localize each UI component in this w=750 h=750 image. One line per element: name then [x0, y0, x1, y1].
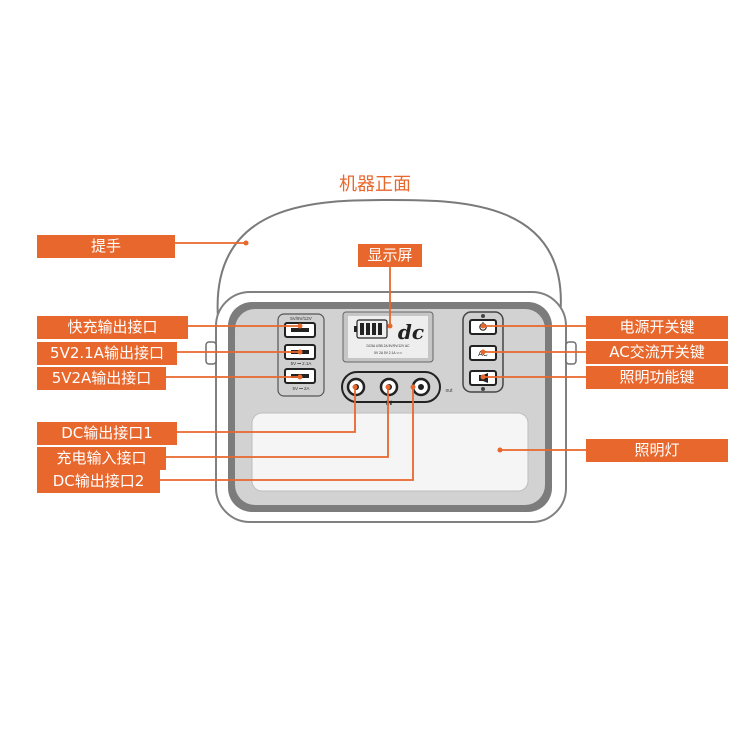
dot-light — [497, 447, 503, 453]
handle-arc — [216, 198, 562, 319]
leader-dc-output-2 — [160, 387, 414, 481]
label-charge-input: 充电输入接口 — [37, 447, 166, 470]
label-usb-21a-output: 5V2.1A输出接口 — [37, 342, 177, 365]
battery-bar-3 — [372, 323, 376, 335]
power-indicator-dot — [481, 314, 485, 318]
dot-ac — [480, 349, 486, 355]
label-light-function: 照明功能键 — [586, 366, 728, 389]
leader-dc-output-1 — [177, 387, 356, 433]
diagram-title: 机器正面 — [339, 174, 411, 195]
battery-bar-2 — [366, 323, 370, 335]
in-label: IN — [386, 401, 392, 407]
dot-light-function — [480, 374, 486, 380]
light-indicator-dot — [481, 387, 485, 391]
dot-display — [387, 323, 393, 329]
label-handle: 提手 — [37, 235, 175, 258]
leader-charge-input — [166, 387, 389, 458]
leader-lines — [160, 242, 586, 481]
label-light: 照明灯 — [586, 439, 728, 462]
label-quick-charge-output: 快充输出接口 — [37, 316, 188, 339]
dot-power — [480, 323, 486, 329]
dot-dc-output-1 — [352, 384, 358, 390]
label-dc-output-1: DC输出接口1 — [37, 422, 177, 445]
out-label: out — [446, 388, 454, 394]
right-clip — [565, 341, 577, 365]
usb-label-3: 5V ⎓ 2A — [292, 386, 309, 391]
dot-quick-charge — [297, 323, 303, 329]
lcd-mode-text: dc — [398, 320, 424, 344]
left-clip — [205, 341, 217, 365]
dot-usb-21a — [297, 349, 303, 355]
dot-usb-2a — [297, 374, 303, 380]
dot-dc-output-2 — [410, 384, 416, 390]
label-power-switch: 电源开关键 — [586, 316, 728, 339]
lcd-row-2: 5V 2A 5V 2.1A ⊂⊃ — [374, 351, 402, 355]
usb-label-1: 5V/9V/12V — [290, 316, 312, 321]
battery-bar-1 — [360, 323, 364, 335]
label-display: 显示屏 — [358, 244, 422, 267]
dc-output-2-pin — [418, 384, 424, 390]
label-dc-output-2: DC输出接口2 — [37, 470, 160, 493]
leader-dots — [243, 240, 503, 453]
lcd-row-1: DC5A USB 2A 5V/9V/12V AC — [366, 344, 410, 348]
battery-bar-4 — [378, 323, 382, 335]
label-usb-2a-output: 5V2A输出接口 — [37, 367, 166, 390]
label-ac-switch: AC交流开关键 — [586, 341, 728, 364]
dot-charge-input — [385, 384, 391, 390]
dot-handle — [243, 240, 249, 246]
battery-tip-icon — [354, 326, 357, 332]
usb-label-2: 5V ⎓ 2.1A — [291, 361, 312, 366]
usb-slot-1 — [291, 328, 309, 332]
